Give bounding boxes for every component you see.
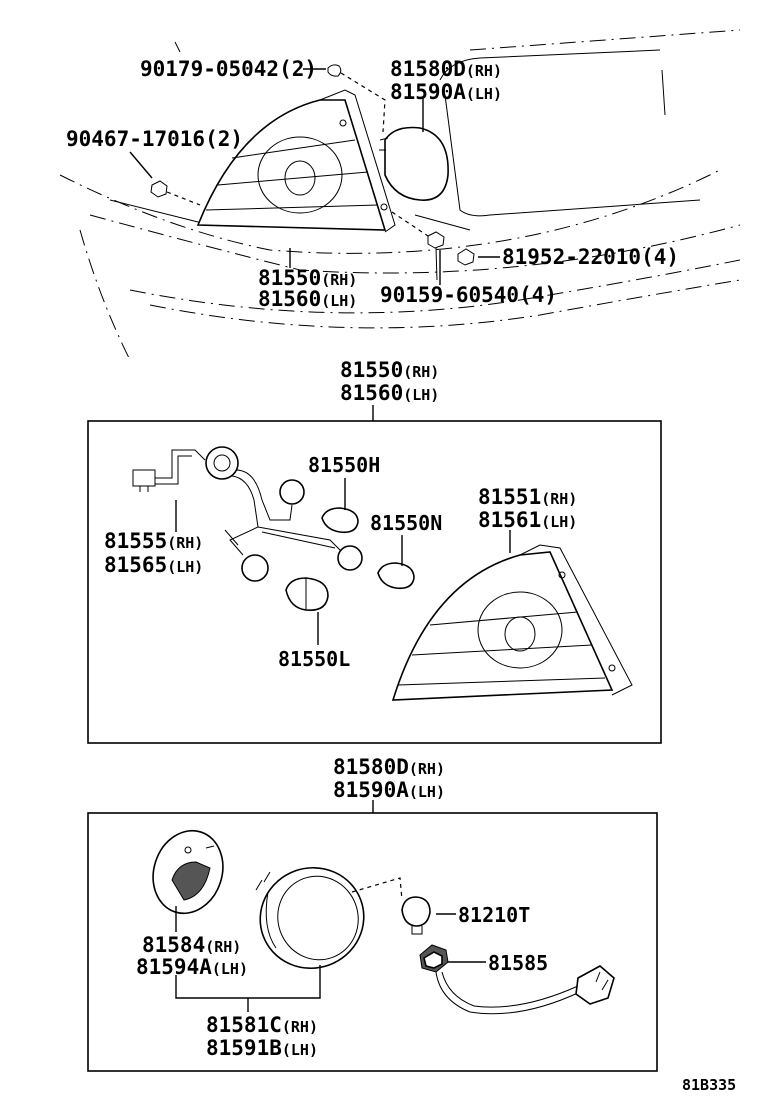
box2-leaders xyxy=(175,877,486,1012)
box1-frame xyxy=(87,420,662,744)
screw-bottom-icon xyxy=(427,231,445,281)
label-marker-lens-rh: 81584(RH) xyxy=(142,933,241,957)
label-clip-right: 81952-22010(4) xyxy=(502,245,679,269)
socket-harness xyxy=(132,446,363,582)
label-marker-socket: 81585 xyxy=(488,951,548,975)
box2-frame xyxy=(87,812,658,1072)
label-lens-lh: 81561(LH) xyxy=(478,508,577,532)
label-bulb-h: 81550H xyxy=(308,453,380,477)
diagram-code: 81B335 xyxy=(682,1076,736,1094)
label-side-marker-top-lh: 81590A(LH) xyxy=(390,80,502,104)
label-side-marker-top: 81580D(RH) xyxy=(390,57,502,81)
label-bulb-n: 81550N xyxy=(370,511,442,535)
marker-bulb-icon xyxy=(401,896,431,935)
vehicle-body-outline xyxy=(59,29,741,361)
marker-lens-icon xyxy=(152,829,224,915)
lens-assembly xyxy=(391,544,633,701)
marker-socket-icon xyxy=(419,944,615,1015)
overview-leaders xyxy=(129,68,500,285)
label-marker-housing-lh: 81591B(LH) xyxy=(206,1036,318,1060)
clip-right-icon xyxy=(457,248,475,266)
label-bulb-l: 81550L xyxy=(278,647,350,671)
side-marker-overview xyxy=(379,126,449,201)
label-socket-lh: 81565(LH) xyxy=(104,553,203,577)
tail-lamp-assembly-overview xyxy=(196,89,396,233)
nut-left-icon xyxy=(150,180,168,198)
label-marker-lens-lh: 81594A(LH) xyxy=(136,955,248,979)
label-lens-rh: 81551(RH) xyxy=(478,485,577,509)
label-marker-housing-rh: 81581C(RH) xyxy=(206,1013,318,1037)
label-tail-lamp-lh: 81560(LH) xyxy=(258,287,357,311)
label-screw-top: 90179-05042(2) xyxy=(140,57,317,81)
bulb-l-icon xyxy=(285,577,329,612)
bulb-h-icon xyxy=(321,507,359,534)
box1-header-lh: 81560(LH) xyxy=(340,381,439,405)
label-nut-left: 90467-17016(2) xyxy=(66,127,243,151)
label-marker-bulb: 81210T xyxy=(458,903,530,927)
label-screw-bottom: 90159-60540(4) xyxy=(380,283,557,307)
box1-header-rh: 81550(RH) xyxy=(340,358,439,382)
box2-header-lh: 81590A(LH) xyxy=(333,778,445,802)
label-socket-rh: 81555(RH) xyxy=(104,529,203,553)
bulb-n-icon xyxy=(377,562,415,590)
label-tail-lamp-rh: 81550(RH) xyxy=(258,266,357,290)
screw-top-icon xyxy=(327,64,342,77)
box1-leaders xyxy=(175,478,511,645)
box2-header-rh: 81580D(RH) xyxy=(333,755,445,779)
marker-housing-icon xyxy=(255,866,365,970)
